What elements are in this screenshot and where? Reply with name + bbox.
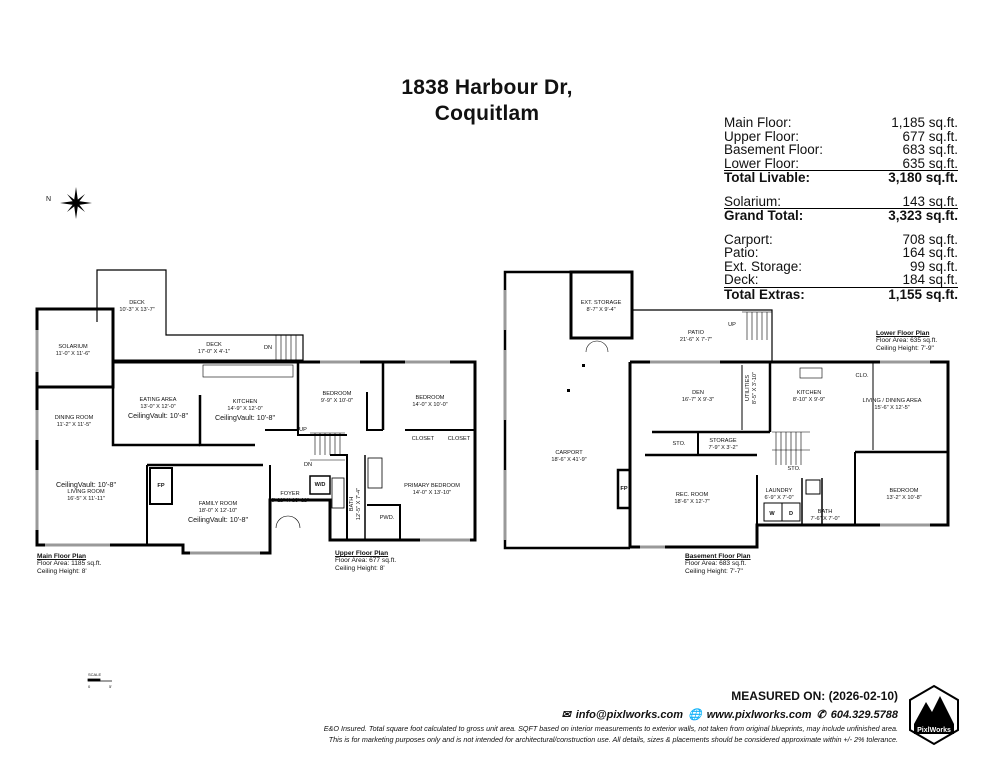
room-sto-small: STO. [787,466,801,472]
area-row-main: Main Floor:1,185 sq.ft. [724,115,958,130]
phone-number: 604.329.5788 [830,708,898,721]
room-family: Family Room18'-0" x 12'-10"CeilingVault:… [187,501,249,524]
disclaimer-line-1: E&O Insured. Total square foot calculate… [323,724,898,733]
main-floor-walls [35,269,477,555]
main-floor-windows [35,330,470,555]
room-deck-upper: Deck10'-3" x 13'-7" [119,300,155,313]
phone-icon: ✆ [816,709,826,721]
room-den: Den16'-7" x 9'-3" [681,390,715,403]
area-row-deck: Deck:184 sq.ft. [724,272,958,287]
fireplace-label: FP [620,486,628,492]
globe-icon: 🌐 [688,709,702,721]
room-dining: Dining Room11'-2" x 11'-5" [54,415,94,428]
closet-label: Closet [447,436,471,442]
room-kitchen: Kitchen14'-9" x 12'-0"CeilingVault: 10'-… [214,399,276,422]
disclaimer-line-2: This is for marketing purposes only and … [328,735,898,744]
room-ext-storage: Ext. Storage8'-7" x 9'-4" [580,300,622,313]
room-foyer: Foyer6'-11" x 13'-11" [271,491,309,504]
room-rec-room: Rec. Room18'-6" x 12'-7" [674,492,710,505]
scale-label: SCALE [88,672,102,677]
area-summary-table: Main Floor:1,185 sq.ft. Upper Floor:677 … [724,116,958,301]
room-living-dining: Living / Dining Area15'-6" x 12'-5" [862,398,922,411]
room-storage: Storage7'-9" x 3'-2" [708,438,738,451]
room-bedroom-lower: Bedroom13'-2" x 10'-8" [886,488,922,501]
area-row-upper: Upper Floor:677 sq.ft. [724,128,958,144]
room-closet-lower: CLO. [855,373,869,379]
stair-down-label: DN [303,462,313,468]
area-row-total-livable: Total Livable:3,180 sq.ft. [724,170,958,185]
basement-floor-windows [503,290,930,549]
fireplace-label: FP [157,483,165,489]
address-line-1: 1838 Harbour Dr, [401,76,573,99]
basement-floor-walls [503,270,950,550]
room-powder: PWD. [379,515,395,521]
room-primary-bedroom: Primary Bedroom14'-0" x 13'-10" [404,483,460,496]
area-row-lower: Lower Floor:635 sq.ft. [724,155,958,171]
area-row-basement: Basement Floor:683 sq.ft. [724,142,958,157]
contact-info: ✉ info@pixlworks.com 🌐 www.pixlworks.com… [561,708,898,722]
website-link[interactable]: www.pixlworks.com [706,708,812,721]
area-row-solarium: Solarium:143 sq.ft. [724,193,958,209]
stair-up-label: UP [299,427,307,433]
washer-dryer-label: W/D [314,482,326,488]
room-bath-lower: Bath7'-6" x 7'-0" [810,509,840,522]
room-bedroom-1: Bedroom9'-9" x 10'-0" [320,391,354,404]
room-bath-upper: Bath12'-5" x 7'-4" [349,487,362,521]
compass-north-label: N [46,196,52,203]
dryer-label: D [788,511,794,517]
room-utilities: Utilities8'-5" x 3'-10" [745,371,758,405]
room-living: CeilingVault: 10'-8"Living Room16'-5" x … [55,480,117,502]
room-kitchen-lower: Kitchen8'-10" x 9'-9" [792,390,826,403]
stair-up-label: UP [728,322,736,328]
washer-label: W [769,511,775,517]
room-carport: Carport18'-6" x 41'-9" [551,450,587,463]
scale-bar [87,678,112,682]
area-row-patio: Patio:164 sq.ft. [724,245,958,260]
area-row-carport: Carport:708 sq.ft. [724,231,958,247]
room-sto: STO. [672,441,686,447]
email-link[interactable]: info@pixlworks.com [575,708,684,721]
room-solarium: Solarium11'-0" x 11'-6" [55,344,91,357]
stair-down-label: DN [263,345,273,351]
area-row-grand-total: Grand Total:3,323 sq.ft. [724,208,958,223]
room-eating-area: Eating Area13'-0" x 12'-0"CeilingVault: … [127,397,189,420]
area-row-ext-storage: Ext. Storage:99 sq.ft. [724,258,958,274]
svg-text:PixlWorks: PixlWorks [917,727,951,734]
room-patio: Patio21'-6" x 7'-7" [679,330,713,343]
closet-label: Closet [411,436,435,442]
room-bedroom-2: Bedroom14'-0" x 10'-0" [412,395,448,408]
scale-end: 5' [109,684,112,689]
room-laundry: Laundry6'-9" x 7'-0" [764,488,794,501]
scale-start: 0 [88,684,91,689]
pixlworks-logo: PixlWorks [909,684,959,746]
measured-on-date: MEASURED ON: (2026-02-10) [731,689,898,703]
compass-rose-icon [60,187,92,219]
address-line-2: Coquitlam [434,102,540,125]
email-icon: ✉ [561,709,571,721]
area-row-total-extras: Total Extras:1,155 sq.ft. [724,286,958,302]
room-deck-lower: Deck17'-0" x 4'-1" [197,342,231,355]
